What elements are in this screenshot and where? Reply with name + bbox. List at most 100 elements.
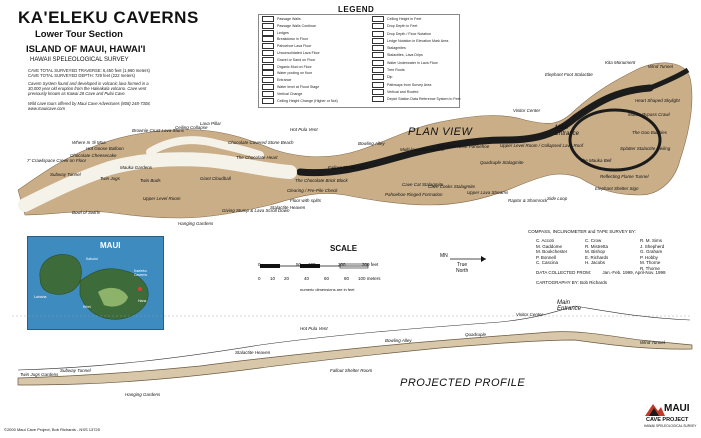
- legend-symbol: [372, 45, 384, 52]
- scale-tick: 80: [344, 276, 350, 281]
- legend-label: Drop Depth / Floor Notation: [387, 31, 431, 36]
- legend-item: Tree Roots: [372, 67, 461, 74]
- inset-island-name: MAUI: [100, 241, 121, 250]
- cave-passage-dark: [296, 84, 654, 177]
- scale-tick: 100 meters: [358, 276, 381, 281]
- legend-item: Gravel or Sand on Floor: [262, 56, 338, 64]
- plan-label: Ceiling Collapse: [175, 125, 208, 130]
- surveyor-name: C. Accoti: [536, 238, 554, 243]
- map-subtitle: Lower Tour Section: [35, 29, 123, 40]
- legend-symbol: [262, 56, 274, 63]
- tour-note: Wild cave tours offered by Maui Cave Adv…: [28, 101, 151, 111]
- copyright: ©2000 Maui Cave Project, Bob Richards - …: [4, 427, 100, 432]
- legend-label: Pahoehoe Lava Floor: [277, 44, 312, 49]
- surveyor-name: M. Bishop: [585, 249, 606, 254]
- legend-symbol: [372, 52, 384, 59]
- plan-label: Fallout Shelter Area: [328, 165, 368, 170]
- plan-label: Cave Cat Stalagmite: [402, 182, 444, 187]
- surveyor-name: C. Crow: [585, 238, 602, 243]
- true-north-label: True North: [456, 262, 469, 274]
- plan-label: Heart Shaped Skylight: [635, 98, 680, 103]
- plan-label: Side Loop: [547, 196, 568, 201]
- profile-ground-surface: [17, 305, 691, 371]
- scale-tick: 40: [304, 276, 310, 281]
- surveyor-column-2: C. Crow R. Mistretta M. Bishop E. Richar…: [585, 238, 608, 266]
- legend-label: Ledge Notation in Elevation Mark Area: [387, 38, 449, 43]
- surveyor-name: E. Richards: [585, 254, 609, 260]
- legend-item: Drop Depth in Feet: [372, 23, 461, 30]
- legend-symbol: [262, 29, 274, 36]
- scale-tick: 300 feet: [362, 262, 379, 267]
- inset-place-label: Kaeleku Caverns: [134, 269, 148, 277]
- legend-item: Drop Depth / Floor Notation: [372, 30, 461, 38]
- profile-label: Twin Jugs Gardens: [20, 372, 59, 377]
- legend-item: Passage Walls Continue: [262, 22, 338, 30]
- legend-box: [258, 14, 460, 108]
- plan-view-title: PLAN VIEW: [408, 126, 473, 138]
- legend-item: Entrance: [262, 77, 338, 84]
- legend-right-column: Ceiling Height in Feet Drop Depth in Fee…: [372, 16, 461, 104]
- inset-place-label: Kahului: [86, 257, 98, 261]
- map-title: KA'ELEKU CAVERNS: [18, 8, 199, 27]
- plan-label: Splatter Stalactite Ceiling: [620, 146, 671, 151]
- plan-label: Kita Monument: [605, 60, 636, 65]
- legend-symbol: [372, 23, 384, 30]
- legend-symbol: [262, 63, 274, 70]
- legend-item: Ceiling Height Change (Higher or Not): [262, 97, 338, 105]
- logo-title: MAUI: [664, 403, 690, 414]
- legend-item: Dip: [372, 74, 461, 81]
- logo-subtitle: CAVE PROJECT: [646, 417, 689, 423]
- location-label: ISLAND OF MAUI, HAWAI'I: [26, 44, 146, 55]
- profile-label: Subway Tunnel: [60, 368, 91, 373]
- legend-label: Vertical and Roofed: [387, 89, 419, 94]
- profile-label: Stalactite Heaven: [235, 350, 271, 355]
- surveyor-name: P. Hobby: [640, 254, 658, 260]
- surveyor-name: G. Graham: [640, 249, 663, 254]
- plan-label: Twin Buds: [140, 178, 161, 183]
- scale-tick: 10: [270, 276, 276, 281]
- surveyor-column-1: C. Accoti M. Gaddome M. Bookchester P. B…: [536, 238, 567, 266]
- plan-label: The Mauka Bell: [580, 158, 612, 163]
- stat-line-traverse: CAVE TOTAL SURVEYED TRAVERSE: 6,450 feet…: [28, 68, 150, 73]
- scale-segment: [339, 263, 369, 269]
- legend-label: Water pooling on floor: [277, 71, 313, 76]
- legend-symbol: [262, 77, 274, 84]
- plan-label: Chocolate Covered Stone Beach: [228, 140, 294, 145]
- legend-item: Organic Mud on Floor: [262, 63, 338, 71]
- logo-tagline: HAWAII SPELEOLOGICAL SURVEY: [644, 424, 697, 428]
- legend-label: Breakdown in Floor: [277, 37, 308, 42]
- scale-tick: 0: [258, 276, 261, 281]
- legend-item: Ceiling Height in Feet: [372, 16, 461, 23]
- legend-item: Unconsolidated Lava Floor: [262, 49, 338, 57]
- legend-label: Water level at Flood Stage: [277, 84, 320, 89]
- scale-title: SCALE: [330, 244, 358, 253]
- plan-label: Bowling Alley: [358, 141, 385, 146]
- main-entrance-loop: [568, 108, 662, 172]
- legend-item: Pahoehoe Lava Floor: [262, 43, 338, 50]
- plan-label: Raptor & Shamrock: [508, 198, 548, 203]
- cave-passage-light-upper: [146, 136, 264, 159]
- inset-place-label: Kihei: [83, 305, 91, 309]
- legend-label: Stalactites, Lava Drips: [387, 53, 423, 58]
- legend-item: Breakdown in Floor: [262, 36, 338, 43]
- profile-label: Quadruple: [465, 332, 487, 337]
- surveyor-name: J. Shepherd: [640, 243, 665, 249]
- scale-tick: 20: [284, 276, 290, 281]
- legend-label: Water Underwater in Lava Floor: [387, 60, 438, 65]
- legend-symbol: [262, 83, 274, 90]
- plan-label: Twin Jugs: [100, 176, 120, 181]
- legend-label: Pathways from Survey Area: [387, 82, 432, 87]
- survey-date: DATA COLLECTED FROM: Jan.-Feb. 1999, Apr…: [536, 270, 666, 275]
- plan-label: Lava Pillar: [200, 121, 222, 126]
- legend-label: Organic Mud on Floor: [277, 64, 312, 69]
- plan-label: Giving Stump & Lava Scroll Down: [222, 208, 290, 213]
- plan-label: Brownie Crust Lava Stuns: [132, 128, 185, 133]
- legend-item: Stalagmites: [372, 45, 461, 52]
- plan-label: Reflecting Flame Tunnel: [600, 174, 649, 179]
- survey-heading: COMPASS, INCLINOMETER and TAPE SURVEY BY…: [528, 229, 636, 234]
- surveyor-name: R. M. Sims: [640, 238, 662, 243]
- legend-symbol: [262, 16, 274, 22]
- plan-label: Stalactite Heaven: [270, 205, 306, 210]
- legend-item: Ledges: [262, 29, 338, 37]
